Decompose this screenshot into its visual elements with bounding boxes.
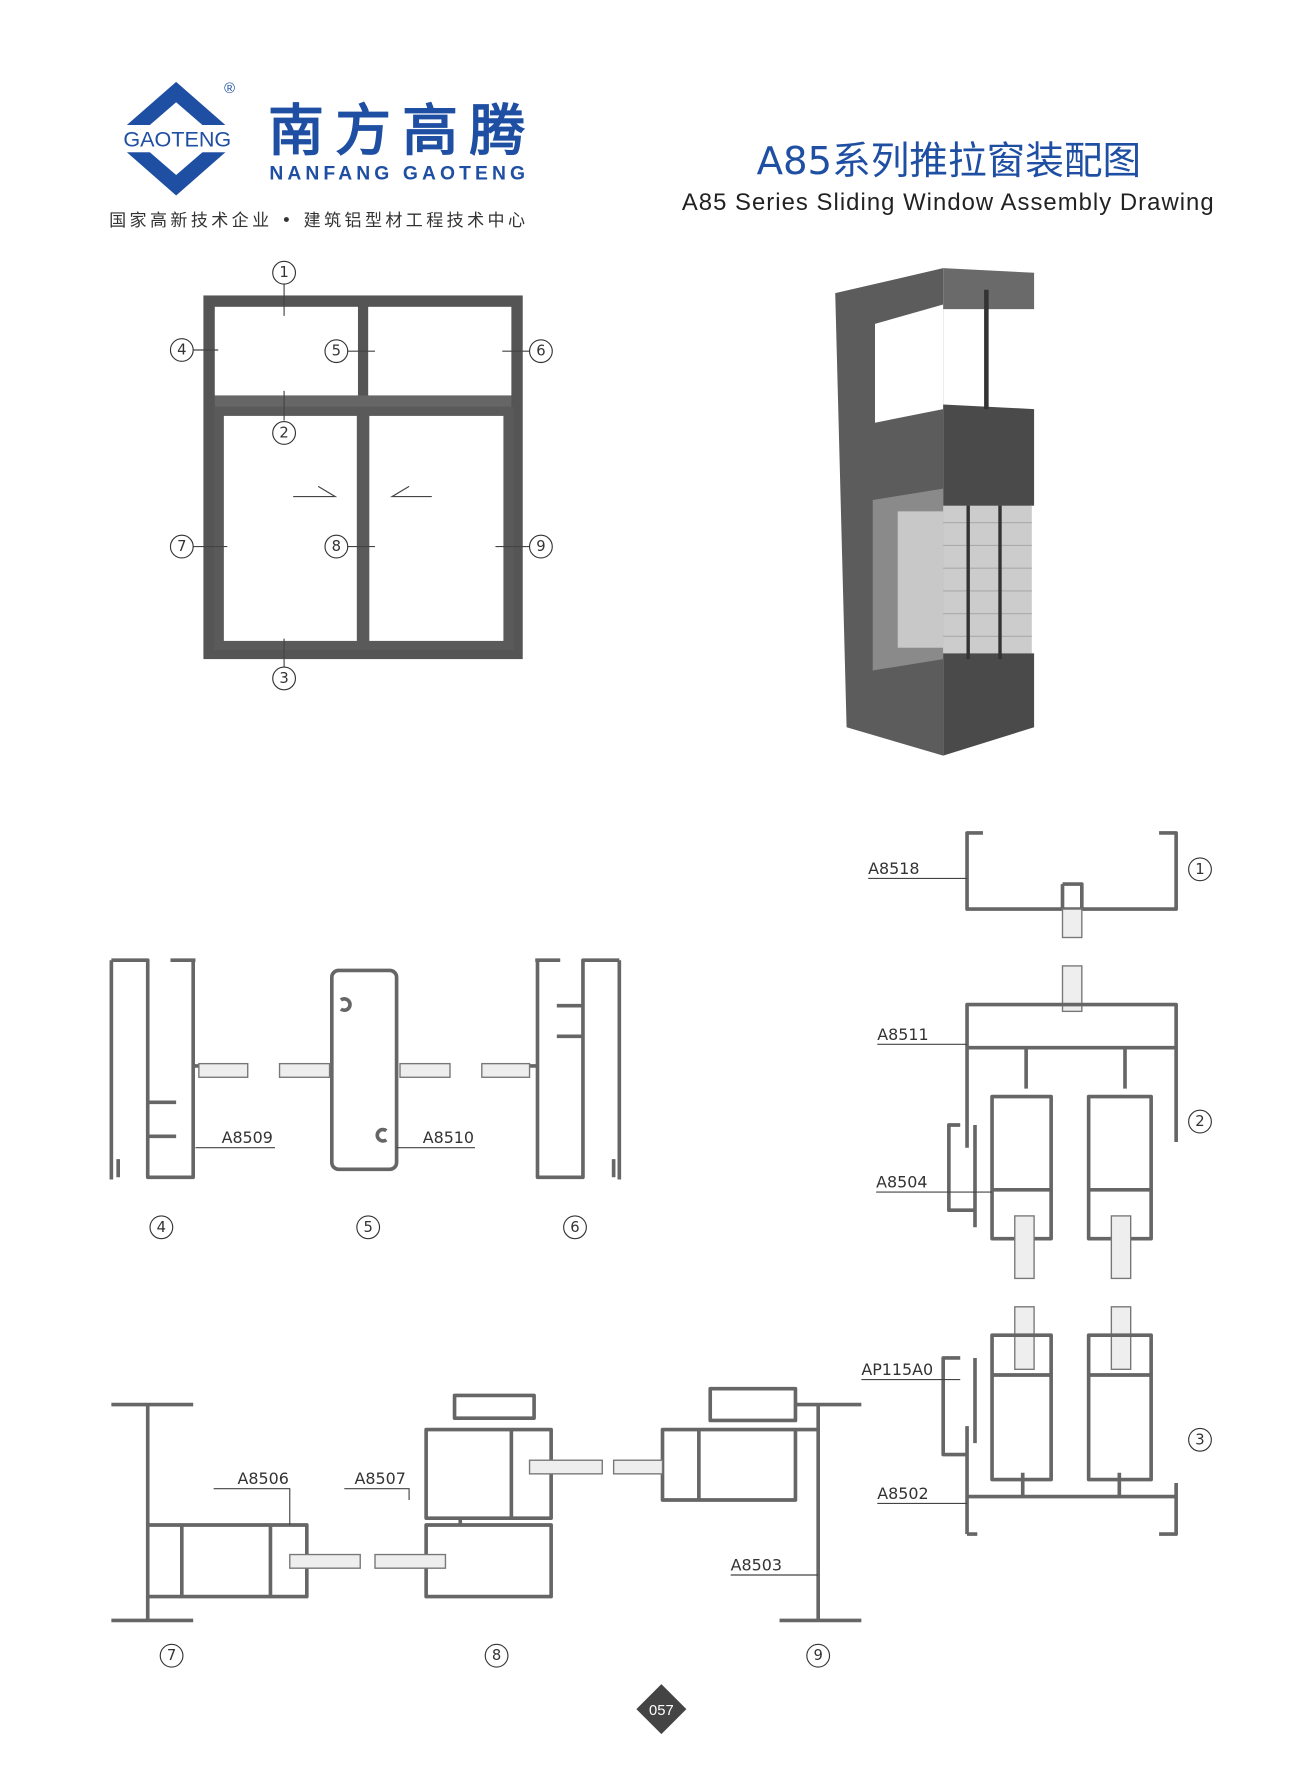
callout-6: 6: [570, 1219, 579, 1236]
svg-text:8: 8: [332, 538, 341, 555]
brand-name-en: NANFANG GAOTENG: [269, 164, 525, 185]
section-9-jamb: [612, 1386, 862, 1623]
callout-8: 8: [492, 1647, 501, 1664]
logo-text: GAOTENG: [123, 127, 231, 152]
svg-text:6: 6: [536, 343, 545, 360]
window-elevation: [193, 284, 530, 668]
brand-tagline: 国家高新技术企业 • 建筑铝型材工程技术中心: [109, 211, 525, 231]
page-title-en: A85 Series Sliding Window Assembly Drawi…: [682, 189, 1214, 216]
profile-3d-render: [835, 268, 1035, 756]
callout-3: 3: [1195, 1431, 1204, 1448]
callout-1: 1: [1195, 861, 1204, 878]
section-6-jamb: [517, 958, 622, 1180]
part-label-a8507: A8507: [355, 1469, 406, 1488]
part-label-ap115a0: AP115A0: [861, 1360, 933, 1379]
section-1-head: [965, 831, 1178, 939]
page-number: 057: [649, 1703, 674, 1719]
svg-text:4: 4: [177, 342, 186, 359]
elevation-callouts: 1 4 5 6 2 7 8 9 3: [169, 260, 553, 691]
glass-panes-top-row: [198, 1062, 531, 1078]
brand-logo: GAOTENG ®: [109, 81, 246, 196]
callout-4: 4: [157, 1219, 166, 1236]
part-label-a8511: A8511: [877, 1025, 928, 1044]
svg-text:3: 3: [279, 670, 288, 687]
part-label-a8503: A8503: [731, 1555, 782, 1574]
callout-7: 7: [167, 1647, 176, 1664]
svg-text:5: 5: [332, 343, 341, 360]
section-5-mullion: [330, 968, 399, 1172]
section-8-interlock: [289, 1393, 603, 1599]
callout-5: 5: [363, 1219, 372, 1236]
part-label-a8518: A8518: [868, 859, 919, 878]
slide-arrow-right-icon: [293, 485, 338, 498]
brand-name-cn: 南方高腾: [268, 99, 525, 164]
section-2-transom: [947, 965, 1178, 1280]
part-label-a8510: A8510: [423, 1128, 474, 1147]
svg-text:2: 2: [279, 424, 288, 441]
svg-text:9: 9: [536, 538, 545, 555]
part-label-a8502: A8502: [877, 1484, 928, 1503]
callout-9: 9: [813, 1647, 822, 1664]
callout-2: 2: [1195, 1113, 1204, 1130]
page-title-cn: A85系列推拉窗装配图: [757, 139, 1142, 184]
section-3-sill: [941, 1306, 1178, 1536]
registered-mark: ®: [224, 81, 235, 97]
part-label-a8506: A8506: [238, 1469, 289, 1488]
page-number-badge: 057: [636, 1684, 687, 1735]
slide-arrow-left-icon: [389, 485, 432, 498]
part-label-a8504: A8504: [876, 1173, 927, 1192]
svg-text:1: 1: [279, 264, 288, 281]
svg-text:7: 7: [177, 538, 186, 555]
part-label-a8509: A8509: [222, 1128, 273, 1147]
section-7-jamb: [111, 1402, 309, 1623]
